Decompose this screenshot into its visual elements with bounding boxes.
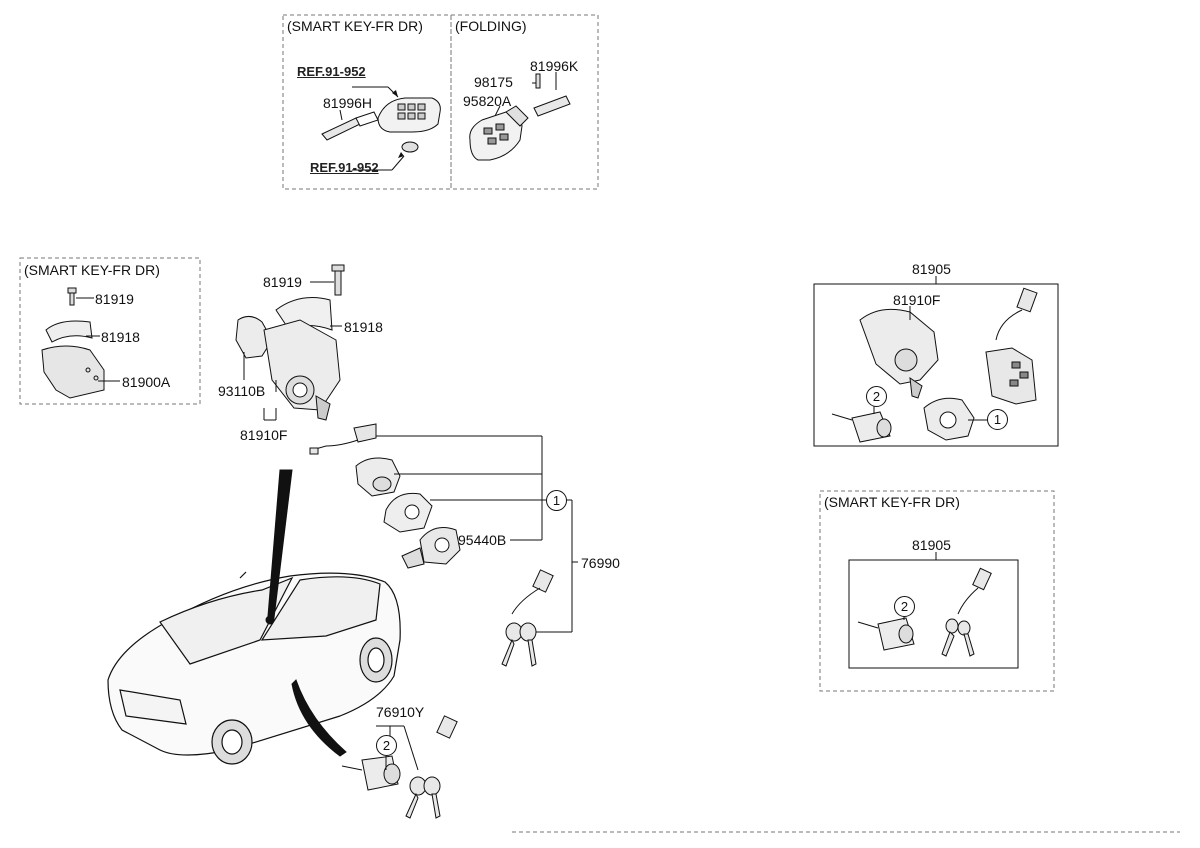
smart-key-fob-icon bbox=[377, 97, 441, 133]
wire-harness-icon bbox=[309, 423, 377, 455]
part-label-81918-left: 81918 bbox=[101, 329, 140, 345]
callout-2-right-bottom: 2 bbox=[894, 596, 915, 617]
housing-81900a-icon bbox=[41, 345, 105, 399]
retainer-clip-icon bbox=[401, 547, 425, 569]
small-pin-icon bbox=[535, 73, 541, 89]
ring-bezel-icon bbox=[383, 492, 433, 533]
ignition-switch-assembly-icon bbox=[235, 316, 341, 421]
part-label-81919: 81919 bbox=[263, 274, 302, 290]
location-pointers bbox=[265, 469, 347, 757]
panel-top-folding bbox=[450, 14, 599, 190]
part-label-81919-left: 81919 bbox=[95, 291, 134, 307]
part-label-76910y: 76910Y bbox=[376, 704, 425, 720]
part-label-98175: 98175 bbox=[474, 74, 513, 90]
part-label-81918: 81918 bbox=[344, 319, 383, 335]
lock-cylinder-icon bbox=[355, 457, 401, 497]
part-label-81910f-right: 81910F bbox=[893, 292, 941, 308]
callout-1-main: 1 bbox=[546, 490, 567, 511]
ref-link-91-952-top[interactable]: REF.91-952 bbox=[297, 64, 366, 79]
keys-81905-bottom-icon bbox=[941, 567, 992, 657]
part-label-95820a: 95820A bbox=[463, 93, 512, 109]
part-label-95440b: 95440B bbox=[458, 532, 507, 548]
leader-lines-76910y bbox=[376, 725, 419, 771]
part-label-81905-bottom: 81905 bbox=[912, 537, 951, 553]
keys-76910y-icon bbox=[405, 715, 458, 819]
coin-battery-icon bbox=[401, 141, 419, 153]
keys-76990-icon bbox=[501, 569, 554, 667]
screw-81919-left-icon bbox=[67, 287, 77, 306]
leader-lines-left bbox=[76, 297, 120, 382]
key-blade-81996k-icon bbox=[533, 95, 571, 117]
ref-link-91-952-bottom[interactable]: REF.91-952 bbox=[310, 160, 379, 175]
panel-81905-bottom-frame bbox=[848, 559, 1019, 669]
folding-key-81905-icon bbox=[985, 287, 1038, 405]
cylinder-81905-bottom-icon bbox=[857, 617, 915, 651]
part-label-81996k: 81996K bbox=[530, 58, 579, 74]
car-illustration bbox=[107, 571, 401, 765]
part-label-81905-top: 81905 bbox=[912, 261, 951, 277]
panel-left-smart-key bbox=[19, 257, 201, 405]
door-lock-cylinder-icon bbox=[341, 755, 401, 791]
part-label-81900a: 81900A bbox=[122, 374, 171, 390]
ignition-lock-81905-icon bbox=[923, 397, 975, 441]
bracket-76990-lines bbox=[376, 435, 578, 633]
solid-frames bbox=[813, 283, 1059, 669]
callout-1-right: 1 bbox=[987, 409, 1008, 430]
panel-title-bottom-right-smart-key: (SMART KEY-FR DR) bbox=[824, 494, 960, 510]
callout-2-bottom: 2 bbox=[376, 735, 397, 756]
arrow-heads bbox=[392, 90, 404, 158]
part-label-93110b: 93110B bbox=[218, 383, 266, 399]
folding-key-fob-icon bbox=[469, 105, 529, 161]
leader-lines-main bbox=[243, 281, 342, 421]
panel-title-left-smart-key: (SMART KEY-FR DR) bbox=[24, 262, 160, 278]
panel-title-folding: (FOLDING) bbox=[455, 18, 527, 34]
ignition-assembly-81905-icon bbox=[859, 308, 939, 399]
screw-81919-icon bbox=[331, 264, 345, 296]
part-label-81910f: 81910F bbox=[240, 427, 288, 443]
panel-bottom-right-smart-key bbox=[819, 490, 1055, 692]
part-label-81996h: 81996H bbox=[323, 95, 373, 111]
panel-title-top-smart-key: (SMART KEY-FR DR) bbox=[287, 18, 423, 34]
bracket-81918-left-icon bbox=[45, 320, 93, 343]
part-label-76990: 76990 bbox=[581, 555, 620, 571]
callout-2-right-top: 2 bbox=[866, 386, 887, 407]
bezel-95440b-icon bbox=[419, 527, 461, 565]
emergency-key-blade-icon bbox=[321, 111, 379, 141]
cylinder-81905-icon bbox=[831, 411, 892, 443]
panel-frames bbox=[19, 14, 1180, 833]
